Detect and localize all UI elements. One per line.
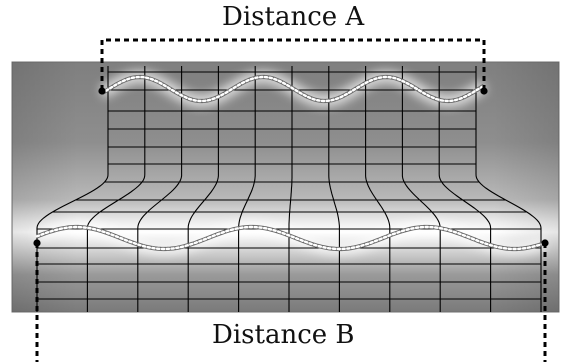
grid-vertical-lines	[36, 66, 542, 312]
grid-vertical-line	[86, 66, 146, 312]
grid-vertical-line	[238, 66, 256, 312]
distance-b-wave	[35, 225, 547, 251]
grid-vertical-line	[401, 66, 441, 312]
distance-b-label: Distance B	[212, 320, 355, 350]
grid-vertical-line	[187, 66, 219, 312]
panel-side-shade	[12, 62, 559, 312]
grid-vertical-line	[328, 66, 340, 312]
distance-a-label: Distance A	[222, 2, 365, 32]
distance-a-left-endpoint	[98, 87, 106, 95]
distance-a-right-endpoint	[480, 87, 488, 95]
grid-vertical-line	[365, 66, 391, 312]
grid-vertical-line	[288, 66, 293, 312]
distance-a-wave	[100, 75, 486, 103]
grid-vertical-line	[137, 66, 183, 312]
distance-b-left-endpoint	[33, 239, 41, 247]
distance-b-right-endpoint	[541, 239, 549, 247]
wave-paths	[35, 74, 547, 252]
grid-vertical-line	[475, 66, 542, 312]
grid-vertical-line	[438, 66, 492, 312]
